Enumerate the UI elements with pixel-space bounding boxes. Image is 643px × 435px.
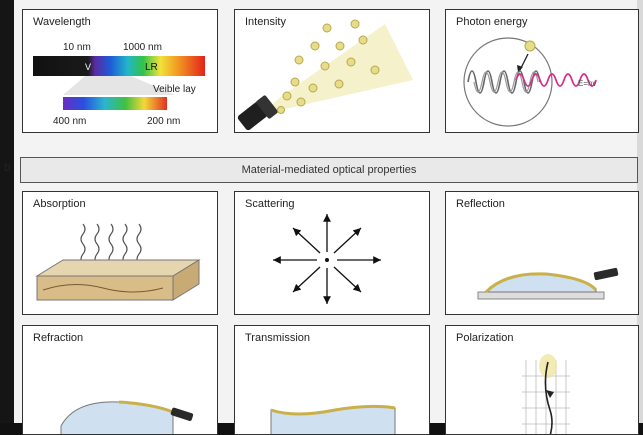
visible-range-connector <box>63 76 175 95</box>
panel-polarization: Polarization <box>445 325 639 435</box>
label-lr: LR <box>145 62 158 73</box>
scatter-center <box>325 258 329 262</box>
label-200nm: 200 nm <box>147 116 180 127</box>
section-label-b: b <box>4 160 11 174</box>
wavelength-spectrum-diagram: 10 nm 1000 nm V LR Veible lay 400 nm 200… <box>33 42 205 127</box>
panel-title-refraction: Refraction <box>33 332 84 344</box>
polarization-diagram <box>522 354 570 434</box>
absorption-diagram <box>35 223 201 301</box>
photon-dot <box>370 65 380 75</box>
transmission-diagram <box>270 404 396 434</box>
grey-wave <box>467 70 541 94</box>
wavy-light-lines <box>80 223 142 265</box>
panel-scattering: Scattering <box>234 191 430 315</box>
panel-intensity: Intensity <box>234 9 430 133</box>
photon-dot <box>282 91 292 101</box>
label-10nm: 10 nm <box>63 42 91 53</box>
glow <box>539 354 557 378</box>
photon-dot <box>290 77 300 87</box>
panel-refraction: Refraction <box>22 325 218 435</box>
lens-body <box>484 273 597 293</box>
photon-dot <box>296 97 306 107</box>
photon-dot <box>294 55 304 65</box>
photon-dot <box>358 35 368 45</box>
panel-title-wavelength: Wavelength <box>33 16 91 28</box>
panel-title-reflection: Reflection <box>456 198 505 210</box>
label-visible-light: Veible lay <box>153 84 196 95</box>
panel-title-transmission: Transmission <box>245 332 310 344</box>
panel-title-scattering: Scattering <box>245 198 295 210</box>
label-400nm: 400 nm <box>53 116 86 127</box>
material-front <box>36 275 174 301</box>
photon-dot <box>322 23 332 33</box>
scattering-diagram <box>273 214 381 304</box>
panel-title-polarization: Polarization <box>456 332 514 344</box>
beam-arrow <box>546 390 554 398</box>
refraction-pointer <box>170 407 194 421</box>
panel-absorption: Absorption <box>22 191 218 315</box>
material-side <box>172 259 200 301</box>
flashlight-icon <box>237 95 278 131</box>
refraction-coating <box>118 400 174 414</box>
photon-dots <box>277 19 380 114</box>
photon-dot <box>334 79 344 89</box>
refraction-diagram <box>60 400 194 434</box>
right-edge-strip <box>637 0 643 423</box>
photon-dot <box>346 57 356 67</box>
left-edge-strip <box>0 0 14 423</box>
spectrum-bar <box>33 56 205 76</box>
base-plate <box>477 291 605 300</box>
light-beam <box>263 24 413 114</box>
section-banner: Material-mediated optical properties <box>20 157 638 183</box>
arrow-head <box>517 65 523 72</box>
panel-reflection: Reflection <box>445 191 639 315</box>
panel-wavelength: Wavelength <box>22 9 218 133</box>
transmission-coating <box>270 404 396 416</box>
visible-spectrum-bar <box>63 97 167 110</box>
photon-particle <box>524 40 536 52</box>
scatter-arrows <box>273 214 381 304</box>
laser-pointer <box>593 267 619 281</box>
panel-photon-energy: Photon energy E=hv <box>445 9 639 133</box>
orbit-ring <box>463 37 553 127</box>
photon-dot <box>350 19 360 29</box>
reflection-diagram <box>477 267 619 300</box>
label-energy-formula: E=hv <box>578 79 596 88</box>
label-1000nm: 1000 nm <box>123 42 162 53</box>
panel-title-absorption: Absorption <box>33 198 86 210</box>
photon-dot <box>308 83 318 93</box>
panel-transmission: Transmission <box>234 325 430 435</box>
photon-dot <box>320 61 330 71</box>
grey-wave-2 <box>473 71 539 93</box>
material-top <box>35 259 201 277</box>
lens-coating <box>484 272 598 294</box>
label-v: V <box>85 62 91 72</box>
photon-dot <box>277 106 285 114</box>
magenta-wave <box>515 73 597 87</box>
panel-title-photon-energy: Photon energy <box>456 16 528 28</box>
photon-dot <box>335 41 345 51</box>
absorption-trace <box>42 284 164 293</box>
photon-energy-diagram: E=hv <box>463 37 597 127</box>
panel-title-intensity: Intensity <box>245 16 286 28</box>
intensity-diagram <box>237 19 413 131</box>
photon-dot <box>310 41 320 51</box>
